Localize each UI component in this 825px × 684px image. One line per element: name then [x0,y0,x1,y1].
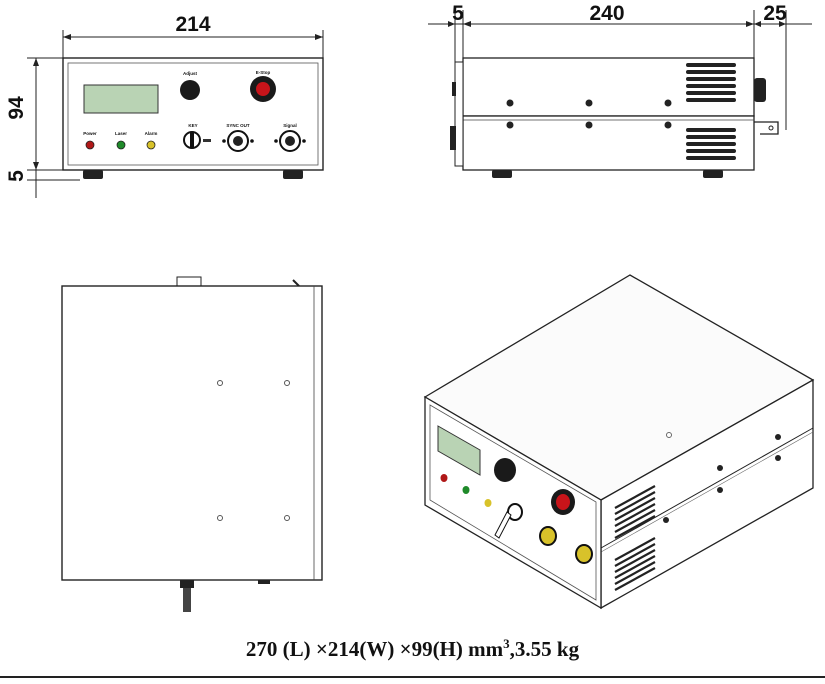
side-view: 5 240 25 [428,2,812,178]
caption-main: 270 (L) ×214(W) ×99(H) mm [245,637,504,661]
side-vent-lower [686,128,736,160]
front-signal-label: Signal [283,123,297,128]
front-signal-dot-right [302,139,306,143]
front-foot-right [283,170,303,179]
side-front-edge [454,61,464,167]
dimensions-caption: 270 (L) ×214(W) ×99(H) mm3,3.55 kg [0,636,825,662]
top-body [61,285,323,581]
top-front-knob [180,580,194,588]
side-dim-arrow-e [779,21,786,27]
bottom-rule [0,676,825,678]
top-front-estop [258,580,270,584]
iso-syncout-connector [539,526,557,546]
iso-side-seam-2 [600,431,814,553]
iso-top-hole [666,432,672,438]
side-dim-arrow-d [754,21,761,27]
iso-side-screw [717,487,723,493]
front-lcd-display [83,84,159,114]
side-foot-left [492,170,512,178]
top-screw-hole [284,515,290,521]
front-height-arrow-bottom [33,162,39,170]
side-right-dim-label: 25 [763,2,787,25]
front-foot-label: 5 [5,170,28,182]
caption-tail: ,3.55 kg [509,637,580,661]
front-adjust-knob [180,80,200,100]
side-vent-upper [686,63,736,102]
front-key-label: KEY [188,123,197,128]
front-syncout-dot-left [222,139,226,143]
front-width-arrow-right [315,34,323,40]
iso-estop-button [556,494,570,510]
iso-signal-connector [575,544,593,564]
side-screw [664,99,672,107]
front-laser-label: Laser [115,131,127,136]
side-screw [506,99,514,107]
front-key-tag [203,139,211,142]
top-view [61,276,323,612]
front-width-label: 214 [175,13,210,36]
side-front-knob [452,82,456,96]
side-screw [585,99,593,107]
front-laser-led [116,140,126,150]
side-screw [664,121,672,129]
side-dim-arrow-a [448,21,455,27]
side-left-dim-label: 5 [452,2,464,25]
front-height-arrow-top [33,58,39,66]
top-front-key [183,580,191,612]
iso-side-screw [663,517,669,523]
top-rear-tab [292,279,300,287]
front-estop-label: E-Stop [256,70,271,75]
side-dim-arrow-b [463,21,471,27]
front-syncout-dot-right [250,139,254,143]
iso-lcd-display [437,425,481,476]
iso-side-screw [775,434,781,440]
top-screw-hole [284,380,290,386]
top-screw-hole [217,515,223,521]
front-key-slot [190,133,194,147]
front-power-led [85,140,95,150]
iso-vent-upper [614,485,656,539]
top-screw-hole [217,380,223,386]
side-rear-bracket [754,121,779,135]
front-syncout-label: SYNC OUT [226,123,250,128]
front-foot-left [83,170,103,179]
side-screw [506,121,514,129]
iso-alarm-led [484,499,492,507]
front-view: 214 94 5 Adjust E-Stop Power Laser Alarm [5,13,324,198]
iso-side-seam [600,427,814,549]
iso-view [423,274,815,610]
iso-adjust-knob [494,458,516,482]
iso-vent-lower [614,537,656,591]
front-panel-inner [67,62,319,166]
side-rear-connector [754,78,766,102]
side-dim-arrow-c [746,21,754,27]
front-power-label: Power [83,131,97,136]
front-estop-button [256,82,270,96]
side-foot-right [703,170,723,178]
front-signal-connector-inner [285,136,295,146]
caption-superscript: 3 [503,636,510,651]
iso-laser-led [462,486,470,494]
front-adjust-label: Adjust [183,71,198,76]
front-syncout-connector-inner [233,136,243,146]
iso-side-screw [717,465,723,471]
front-signal-dot-left [274,139,278,143]
side-rear-bracket-hole [768,125,774,131]
iso-key-switch [507,503,523,521]
side-screw [585,121,593,129]
iso-power-led [440,474,448,482]
front-height-label: 94 [5,96,28,120]
front-alarm-led [146,140,156,150]
front-alarm-label: Alarm [145,131,158,136]
iso-side-screw [775,455,781,461]
side-length-dim-label: 240 [589,2,624,25]
iso-key-blade [494,511,512,539]
side-front-estop [450,126,456,150]
front-width-arrow-left [63,34,71,40]
